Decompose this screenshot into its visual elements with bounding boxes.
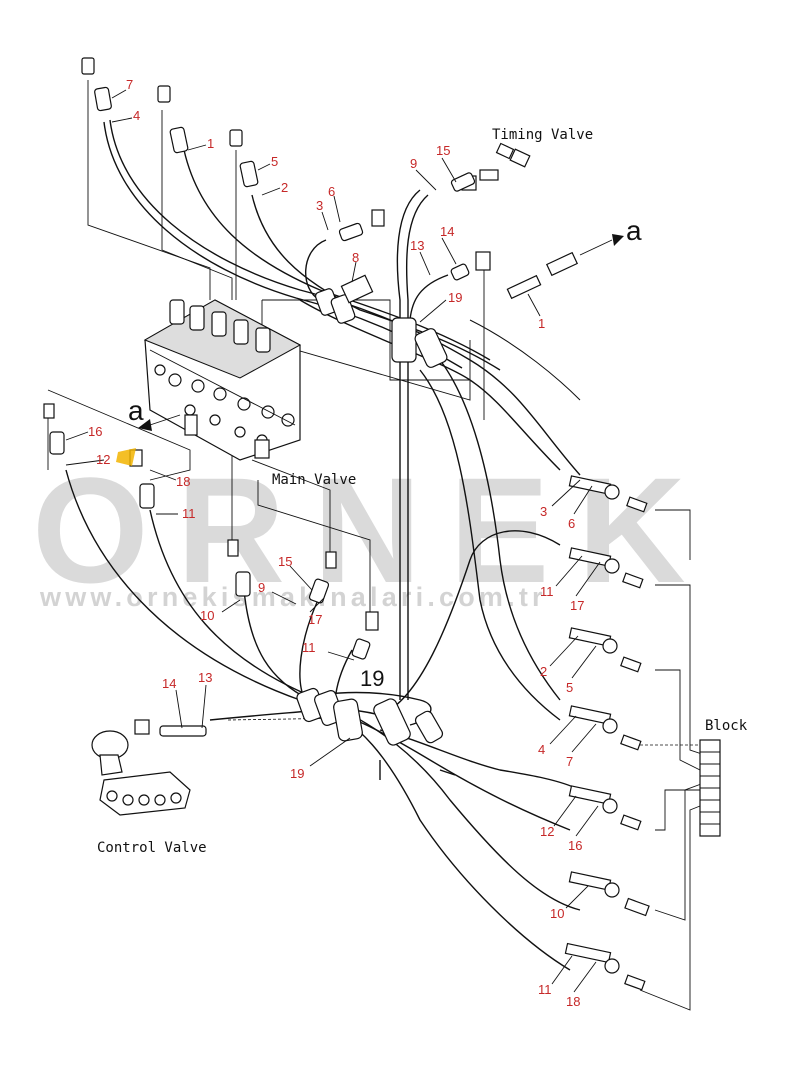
hose-bundle-upper (103, 119, 581, 721)
main-valve-body (143, 299, 302, 461)
callout-16-right: 16 (568, 838, 582, 853)
caption-main-valve: Main Valve (272, 472, 356, 488)
control-valve-body (91, 719, 191, 816)
hose-fittings-lower (43, 403, 379, 737)
svg-text:a: a (626, 215, 642, 246)
watermark-url: www.ornekismakinalari.com.tr (39, 582, 547, 612)
callout-6-right: 6 (568, 516, 575, 531)
hose-fittings-upper (81, 57, 579, 300)
callout-17-right: 17 (570, 598, 584, 613)
callout-7: 7 (126, 77, 133, 92)
caption-block: Block (705, 718, 748, 734)
svg-text:a: a (128, 395, 144, 426)
callout-4-right: 4 (538, 742, 545, 757)
callout-15-lower: 15 (278, 554, 292, 569)
callout-4: 4 (133, 108, 140, 123)
callout-15: 15 (436, 143, 450, 158)
callout-18-right: 18 (566, 994, 580, 1009)
callout-19: 19 (448, 290, 462, 305)
callout-5: 5 (271, 154, 278, 169)
callout-17: 17 (308, 612, 322, 627)
callout-12: 12 (96, 452, 110, 467)
callout-2-right: 2 (540, 664, 547, 679)
callout-labels: 7 4 1 5 2 3 6 9 15 13 14 8 19 1 16 12 18… (88, 77, 584, 1009)
callout-11-bottom: 11 (538, 982, 552, 997)
arrow-a-left: a (128, 395, 181, 431)
callout-10-right: 10 (550, 906, 564, 921)
callout-leaders (65, 89, 601, 993)
main-valve-spools (169, 299, 271, 353)
callout-2: 2 (281, 180, 288, 195)
callout-5-right: 5 (566, 680, 573, 695)
callout-3: 3 (316, 198, 323, 213)
callout-14-lower: 14 (162, 676, 176, 691)
highlight-marker (116, 448, 136, 466)
callout-11-right: 11 (540, 584, 554, 599)
caption-control-valve: Control Valve (97, 840, 207, 856)
caption-clamp-19: 19 (360, 666, 384, 691)
callout-3-right: 3 (540, 504, 547, 519)
block-ports (700, 751, 720, 825)
clamps (296, 274, 448, 746)
callout-13: 13 (410, 238, 424, 253)
caption-timing-valve: Timing Valve (492, 127, 593, 143)
callout-7-right: 7 (566, 754, 573, 769)
callout-13-lower: 13 (198, 670, 212, 685)
callout-19-lower: 19 (290, 766, 304, 781)
callout-11: 11 (182, 506, 196, 521)
callout-12-right: 12 (540, 824, 554, 839)
callout-6: 6 (328, 184, 335, 199)
callout-1: 1 (207, 136, 214, 151)
callout-16: 16 (88, 424, 102, 439)
callout-9: 9 (410, 156, 417, 171)
arrow-a-top: a (579, 215, 642, 256)
callout-18: 18 (176, 474, 190, 489)
watermark-brand: ORNEK (32, 446, 714, 614)
watermark: ORNEK www.ornekismakinalari.com.tr (32, 446, 714, 614)
callout-10: 10 (200, 608, 214, 623)
callout-11-lower: 11 (302, 640, 316, 655)
callout-9-lower: 9 (258, 580, 265, 595)
block-body (699, 739, 721, 837)
callout-8: 8 (352, 250, 359, 265)
callout-1-right: 1 (538, 316, 545, 331)
hose-fittings-right (564, 475, 650, 991)
callout-14: 14 (440, 224, 454, 239)
